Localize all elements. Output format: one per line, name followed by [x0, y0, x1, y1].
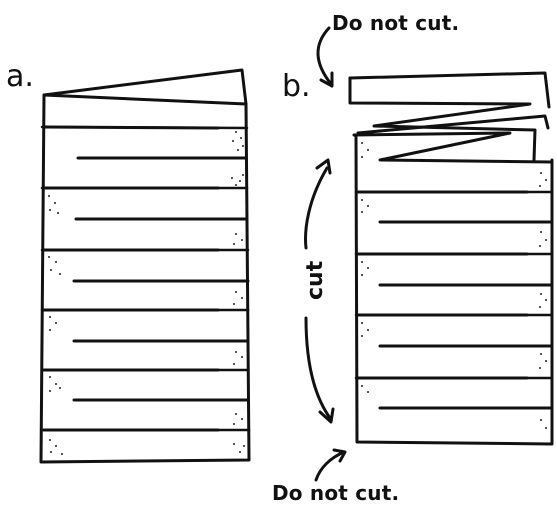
cut-arrow-icon — [304, 166, 332, 420]
panel-b-cut-label: cut — [303, 260, 328, 300]
panel-a-sheet-outline — [39, 93, 251, 464]
panel-b-stipple — [361, 142, 547, 429]
panel-b-zigzag — [352, 114, 554, 164]
panel-b-top-strip — [348, 71, 551, 109]
panel-a-top-flap — [42, 68, 248, 106]
panel-b-sheet-outline — [354, 135, 554, 446]
panel-b-note-top: Do not cut. — [332, 11, 459, 35]
panel-a-stipple — [48, 131, 245, 455]
panel-a: a. — [6, 59, 251, 464]
panel-b-cut-lines — [356, 190, 554, 410]
arrow-top-icon — [316, 26, 333, 86]
panel-b-note-bottom: Do not cut. — [272, 481, 399, 505]
panel-b: b. Do not cut. — [272, 11, 554, 505]
panel-a-fold-lines — [40, 125, 251, 432]
panel-b-label: b. — [282, 69, 311, 104]
panel-a-cut-lines — [42, 125, 250, 432]
arrow-bottom-icon — [314, 450, 346, 482]
panel-a-label: a. — [6, 59, 34, 94]
